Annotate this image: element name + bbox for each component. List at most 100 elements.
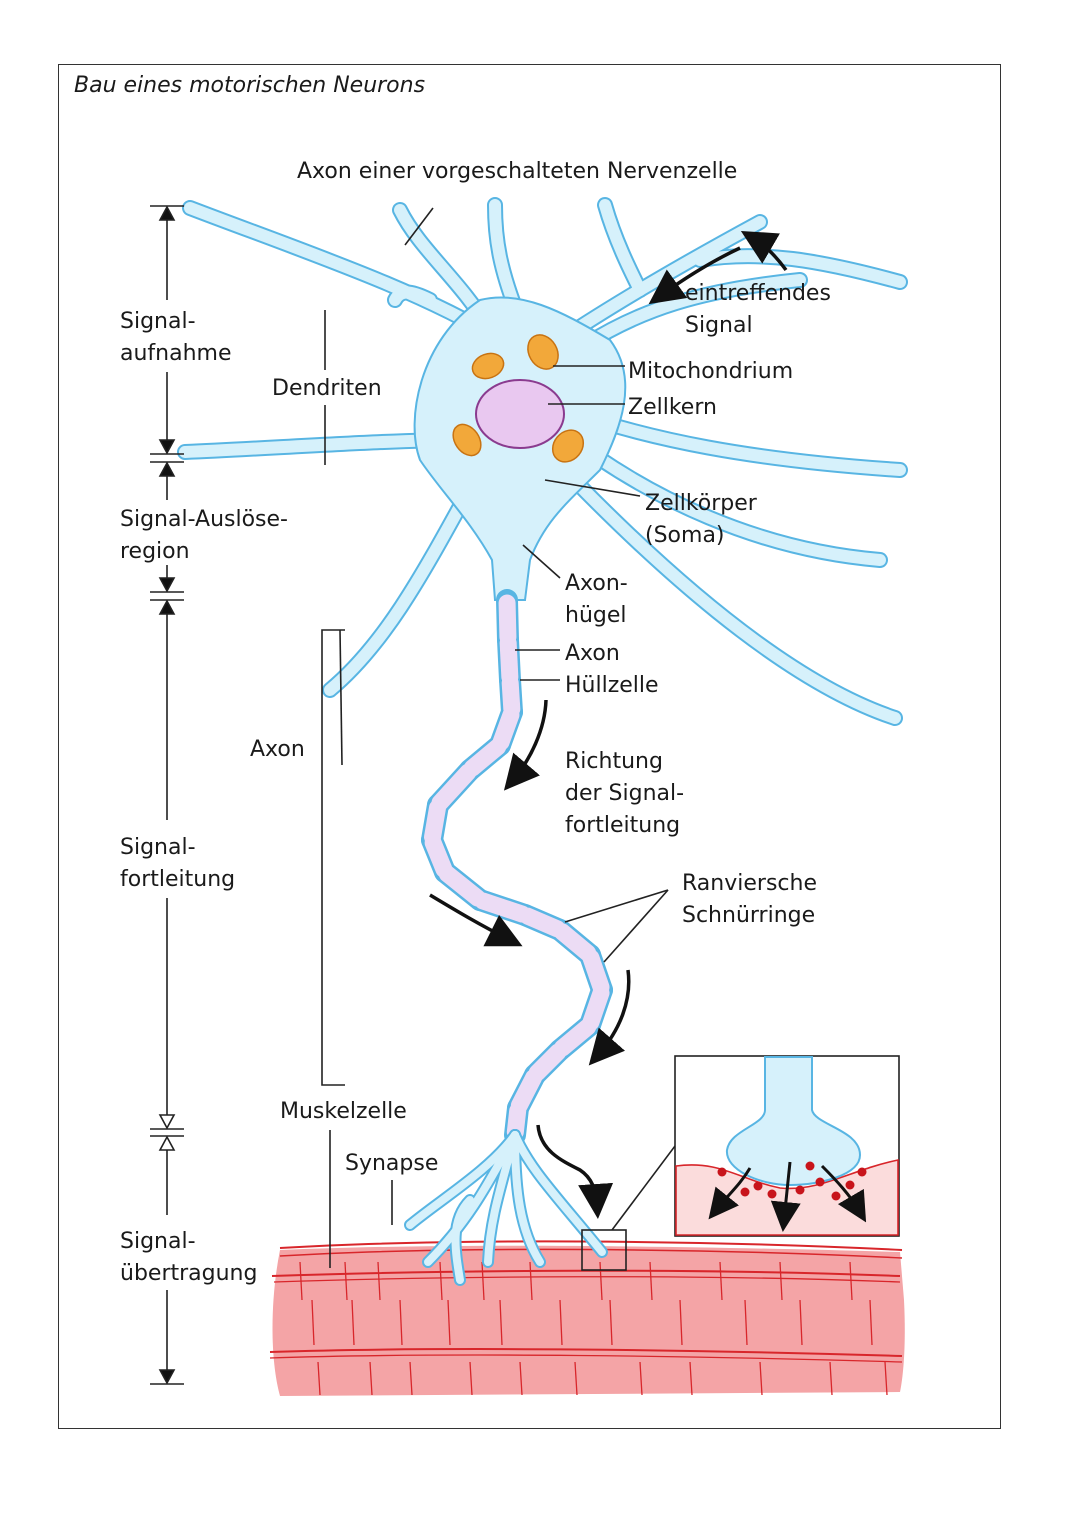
myelin-sheath	[506, 1102, 527, 1141]
muscle-striation	[409, 1361, 413, 1396]
neurotransmitter-vesicle	[831, 1191, 841, 1201]
neurotransmitter-vesicle	[845, 1180, 855, 1190]
muscle-striation	[299, 1261, 303, 1301]
label-incoming-1: eintreffendes	[685, 281, 831, 306]
label-axon-small: Axon	[565, 641, 620, 666]
myelin-sheath	[510, 1069, 543, 1114]
myelin-sheath	[492, 706, 520, 751]
myelin-sheath	[474, 892, 531, 923]
muscle-striation	[344, 1261, 348, 1301]
muscle-striation	[439, 1261, 443, 1301]
muscle-striation	[639, 1361, 643, 1396]
phase-4-line1: Signal-	[120, 1229, 196, 1254]
label-dendriten: Dendriten	[272, 376, 382, 401]
signal-direction-arrows	[429, 230, 788, 1219]
myelin-sheath	[499, 634, 519, 686]
neurotransmitter-vesicle	[795, 1185, 805, 1195]
synapse-highlight-box	[581, 1229, 627, 1271]
phase-scale	[150, 205, 184, 1385]
muscle-striation	[744, 1299, 748, 1346]
label-axonhuegel-1: Axon-	[565, 571, 628, 596]
myelin-sheath	[463, 738, 507, 777]
neurotransmitter-vesicle	[767, 1189, 777, 1199]
mitochondria	[452, 334, 585, 463]
muscle-striation	[351, 1299, 355, 1346]
muscle-striation	[499, 1299, 503, 1346]
muscle-striation	[689, 1361, 693, 1396]
myelin-sheath	[528, 1043, 567, 1082]
muscle-striation	[377, 1261, 381, 1301]
phase-3-line2: fortleitung	[120, 867, 235, 892]
diagram-title: Bau eines motorischen Neurons	[74, 73, 425, 98]
label-axonhuegel-2: hügel	[565, 603, 627, 628]
label-ranvier-1: Ranviersche	[682, 871, 817, 896]
muscle-striation	[829, 1361, 833, 1396]
muscle-striation	[649, 1261, 653, 1301]
myelin-sheath	[424, 834, 453, 878]
myelin-sheath	[519, 907, 566, 938]
label-zellkoerper-1: Zellkörper	[645, 491, 758, 516]
muscle-striation	[779, 1261, 783, 1301]
muscle-striation	[311, 1299, 315, 1346]
phase-4-line2: übertragung	[120, 1261, 257, 1286]
label-ranvier-2: Schnürringe	[682, 903, 815, 928]
muscle-striation	[599, 1261, 603, 1301]
label-synapse: Synapse	[345, 1151, 438, 1176]
phase-2-line1: Signal-Auslöse-	[120, 507, 288, 532]
muscle-striation	[317, 1361, 321, 1396]
muscle-striation	[481, 1261, 485, 1301]
label-axon: Axon	[250, 737, 305, 762]
myelin-sheath	[438, 865, 487, 907]
myelin-sheath	[501, 674, 521, 718]
muscle-striation	[447, 1299, 451, 1346]
phase-1-line1: Signal-	[120, 309, 196, 334]
label-zellkern: Zellkern	[628, 395, 717, 420]
label-mitochondrium: Mitochondrium	[628, 359, 793, 384]
neurotransmitter-vesicle	[805, 1161, 815, 1171]
axon	[421, 589, 613, 1146]
muscle-striation	[609, 1299, 613, 1346]
phase-2-line2: region	[120, 539, 190, 564]
muscle-striation	[529, 1261, 533, 1301]
label-incoming-2: Signal	[685, 313, 753, 338]
myelin-sheath	[582, 984, 610, 1031]
synapse-zoom-inset	[674, 1055, 900, 1237]
label-huellzelle: Hüllzelle	[565, 673, 659, 698]
myelin-sheath	[553, 923, 597, 962]
neurotransmitter-vesicle	[740, 1187, 750, 1197]
phase-3-line1: Signal-	[120, 835, 196, 860]
muscle-striation	[799, 1299, 803, 1346]
muscle-striation	[869, 1299, 873, 1346]
muscle-striation	[884, 1361, 888, 1396]
muscle-cell	[269, 1240, 905, 1396]
myelin-sheath	[553, 1018, 597, 1057]
muscle-striation	[369, 1361, 373, 1396]
muscle-striation	[399, 1299, 403, 1346]
muscle-striation	[719, 1261, 723, 1301]
label-richtung-1: Richtung	[565, 749, 663, 774]
neurotransmitter-vesicle	[753, 1181, 763, 1191]
muscle-striation	[574, 1361, 578, 1396]
myelin-sheath	[424, 799, 446, 846]
myelin-sheath	[431, 763, 477, 812]
label-axon-prev: Axon einer vorgeschalteten Nervenzelle	[297, 159, 737, 184]
diagram-frame	[58, 64, 1001, 1429]
nucleus	[475, 379, 565, 449]
muscle-striation	[759, 1361, 763, 1396]
muscle-striation	[849, 1261, 853, 1301]
label-richtung-2: der Signal-	[565, 781, 684, 806]
label-zellkoerper-2: (Soma)	[645, 523, 725, 548]
label-richtung-3: fortleitung	[565, 813, 680, 838]
myelin-sheath	[498, 594, 517, 646]
neurotransmitter-vesicle	[717, 1167, 727, 1177]
muscle-striation	[469, 1361, 473, 1396]
muscle-striation	[559, 1299, 563, 1346]
label-muskelzelle: Muskelzelle	[280, 1099, 407, 1124]
muscle-striation	[679, 1299, 683, 1346]
phase-1-line2: aufnahme	[120, 341, 232, 366]
neurotransmitter-vesicle	[857, 1167, 867, 1177]
neurotransmitter-vesicle	[815, 1177, 825, 1187]
muscle-body	[272, 1245, 905, 1396]
myelin-sheath	[582, 949, 610, 996]
